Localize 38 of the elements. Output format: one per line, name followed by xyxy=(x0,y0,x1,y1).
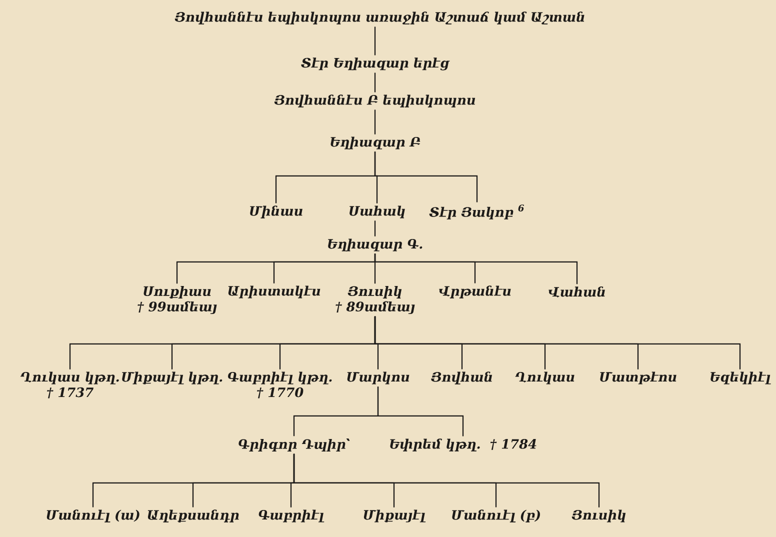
person-name: Միքայէլ xyxy=(364,510,426,522)
person-name: Մանուէլ (բ) xyxy=(452,510,540,522)
tree-line xyxy=(374,254,578,284)
person-name: Մատթէոս xyxy=(600,372,676,384)
person-name: Յուսիկ xyxy=(572,510,626,522)
person-name: Ղուկաս xyxy=(515,372,574,384)
person-name: Յուսիկ † 89ամեայ xyxy=(336,286,415,314)
person-name: Վահան xyxy=(548,286,605,298)
tree-line xyxy=(374,72,376,92)
person-name: Ղուկաս կթղ. † 1737 xyxy=(20,372,119,398)
tree-line xyxy=(374,110,376,134)
person-name: Եղիազար Գ. xyxy=(328,238,422,252)
person-name: Յովհաննէս եպիսկոպոս առաջին Աշտաճ կամ Աշտան xyxy=(174,12,584,24)
person-name: Աղեքսանդր xyxy=(148,510,239,522)
person-name: Տէր Յակոբ $^{6}$ xyxy=(429,204,524,220)
person-name: Գրիգոր Դպիր՝ xyxy=(238,438,350,452)
person-name: Սահակ xyxy=(350,206,405,218)
person-name: Մանուէլ (ա) xyxy=(46,510,140,522)
person-name: Արիստակէս xyxy=(228,286,320,298)
person-name: Գաբրիէլ xyxy=(258,510,324,522)
person-name: Միքայէլ կթղ. xyxy=(122,372,222,384)
person-name: Յովհան xyxy=(431,372,492,384)
person-name: Եփրեմ կթղ. † 1784 xyxy=(390,438,536,452)
tree-line xyxy=(374,26,376,56)
person-name: Մարկոս xyxy=(347,372,410,384)
person-name: Գաբրիէլ կթղ. † 1770 xyxy=(228,372,332,398)
tree-line xyxy=(374,220,376,236)
person-name: Տէր Եղիազար երէց xyxy=(301,58,450,70)
tree-line xyxy=(377,386,464,436)
tree-line xyxy=(374,316,741,370)
tree-line xyxy=(293,454,600,508)
person-name: Յովհաննէս Բ եպիսկոպոս xyxy=(274,94,476,108)
person-name: Մինաս xyxy=(250,206,302,218)
tree-line xyxy=(374,152,478,202)
person-name: Եզեկիէլ xyxy=(710,372,771,384)
person-name: Վրթանէս xyxy=(439,286,511,298)
person-name: Եղիազար Բ xyxy=(330,136,420,150)
person-name: Սուքիաս † 99ամեայ xyxy=(138,286,217,314)
